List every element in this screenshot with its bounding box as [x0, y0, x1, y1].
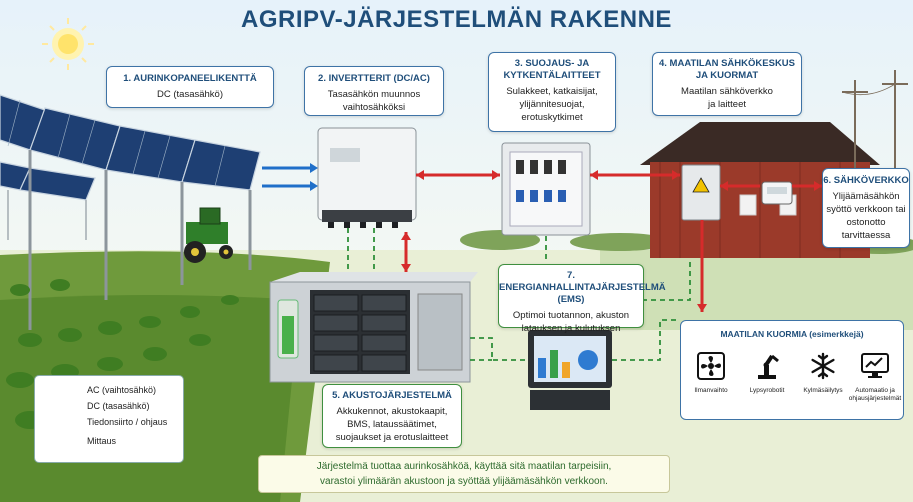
box-desc-line: erotuskytkimet [521, 112, 583, 123]
legend-data: Tiedonsiirto / ohjaus [87, 417, 168, 427]
box-title: 6. SÄHKÖVERKKO [823, 175, 909, 186]
box-desc-line: vaihtosähköksi [342, 102, 406, 113]
box-title: (EMS) [557, 294, 585, 305]
load-label: Ilmanvaihto [694, 387, 728, 394]
summary-line: Järjestelmä tuottaa aurinkosähköä, käytt… [316, 461, 612, 472]
box-desc: DC (tasasähkö) [157, 89, 223, 100]
box-desc-line: Sulakkeet, katkaisijat, [506, 86, 598, 97]
box-title: JA KUORMAT [695, 70, 759, 81]
box-desc-line: Akkukennot, akustokaapit, [336, 406, 448, 417]
load-label: ohjausjärjestelmät [848, 395, 902, 402]
legend-dc: DC (tasasähkö) [87, 401, 150, 411]
summary-note: Järjestelmä tuottaa aurinkosähköä, käytt… [258, 455, 670, 493]
box-grid: 6. SÄHKÖVERKKO Ylijäämäsähkön syöttö ver… [822, 168, 910, 248]
box-desc-line: tarvittaessa [841, 230, 891, 241]
box-desc-line: Optimoi tuotannon, akuston [512, 310, 630, 321]
summary-line: varastoi ylimäärän akustoon ja syöttää y… [320, 476, 608, 487]
box-desc-line: syöttö verkkoon tai [826, 204, 906, 215]
box-title: 2. INVERTTERIT (DC/AC) [318, 73, 430, 84]
load-milking-robots: Lypsyrobotit [739, 351, 795, 395]
box-desc-line: ostonotto [846, 217, 886, 228]
box-title: KYTKENTÄLAITTEET [503, 70, 601, 81]
solar-panel-field [0, 94, 261, 330]
box-title: 3. SUOJAUS- JA [514, 58, 590, 69]
box-desc-line: ja laitteet [707, 99, 747, 110]
fan-icon [697, 352, 725, 380]
box-desc-line: Maatilan sähköverkko [681, 86, 773, 97]
switchgear-cabinet [501, 142, 591, 236]
robot-arm-icon [758, 354, 779, 379]
load-label: Lypsyrobotit [749, 387, 785, 394]
legend-meter: Mittaus [87, 436, 117, 446]
loads-title: MAATILAN KUORMIA (esimerkkejä) [720, 329, 864, 339]
load-ventilation: Ilmanvaihto [683, 351, 739, 395]
box-solar-panels: 1. AURINKOPANEELIKENTTÄ DC (tasasähkö) [106, 66, 274, 108]
box-desc-line: BMS, lataussäätimet, [347, 419, 437, 430]
box-title: 4. MAATILAN SÄHKÖKESKUS [659, 58, 795, 69]
load-automation: Automaatio ja ohjausjärjestelmät [847, 351, 903, 403]
legend-ac: AC (vaihtosähkö) [87, 385, 157, 395]
snowflake-icon [811, 352, 835, 380]
box-battery: 5. AKUSTOJÄRJESTELMÄ Akkukennot, akustok… [322, 384, 462, 448]
box-desc-line: Tasasähkön muunnos [327, 89, 421, 100]
sun-icon [42, 18, 94, 70]
box-title: 5. AKUSTOJÄRJESTELMÄ [332, 390, 452, 401]
box-inverters: 2. INVERTTERIT (DC/AC) Tasasähkön muunno… [304, 66, 444, 116]
box-ems: 7. ENERGIANHALLINTAJÄRJESTELMÄ (EMS) Opt… [498, 264, 666, 334]
load-cold-storage: Kylmäsäilytys [795, 351, 851, 395]
page-title: AGRIPV-JÄRJESTELMÄN RAKENNE [241, 6, 672, 33]
load-label: Kylmäsäilytys [803, 387, 843, 394]
dc-lines [262, 166, 312, 188]
ems-computer [528, 330, 612, 410]
tractor-icon [184, 207, 233, 263]
box-desc-line: ylijännitesuojat, [519, 99, 585, 110]
box-desc-line: latauksen ja kulutuksen [521, 323, 621, 334]
farm-loads-panel: MAATILAN KUORMIA (esimerkkejä) Ilmanvaih… [680, 320, 904, 420]
load-label: Automaatio ja [855, 387, 895, 394]
box-title: 1. AURINKOPANEELIKENTTÄ [123, 73, 257, 84]
box-desc-line: Ylijäämäsähkön [832, 191, 900, 202]
monitor-chart-icon [861, 353, 889, 378]
legend: AC (vaihtosähkö) DC (tasasähkö) Tiedonsi… [34, 375, 184, 463]
box-protection: 3. SUOJAUS- JA KYTKENTÄLAITTEET Sulakkee… [488, 52, 616, 132]
inverter-unit [317, 127, 417, 228]
data-lines [347, 228, 691, 361]
box-farm-center: 4. MAATILAN SÄHKÖKESKUS JA KUORMAT Maati… [652, 52, 802, 116]
battery-container [269, 272, 478, 383]
box-title: 7. ENERGIANHALLINTAJÄRJESTELMÄ [499, 270, 666, 293]
box-desc-line: suojaukset ja erotuslaitteet [335, 432, 449, 443]
